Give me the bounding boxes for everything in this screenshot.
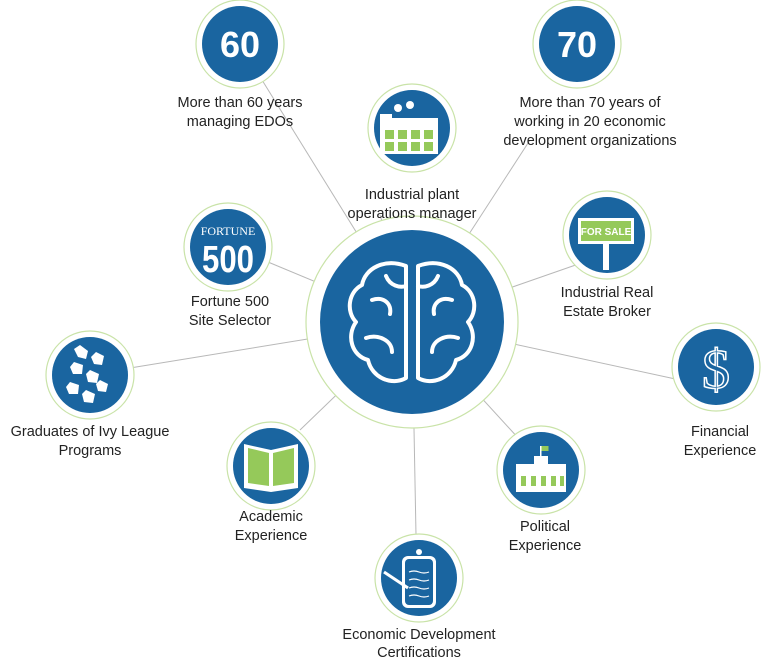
label-line: development organizations xyxy=(503,133,676,149)
svg-text:500: 500 xyxy=(202,239,254,281)
label-line: Certifications xyxy=(377,645,461,658)
node-industrial-plant: Industrial plant operations manager xyxy=(348,83,477,222)
label-line: Fortune 500 xyxy=(191,294,269,310)
label-line: Experience xyxy=(509,538,582,554)
node-70-years: 70 More than 70 years of working in 20 e… xyxy=(503,0,677,149)
fortune-500-logo: FORTUNE 500 xyxy=(201,224,256,281)
label-line: Political xyxy=(520,519,570,535)
ivy-leaf-icon xyxy=(66,345,108,403)
node-political: Political Experience xyxy=(496,425,586,554)
dollar-icon: $ xyxy=(702,339,730,401)
node-certifications: Economic Development Certifications xyxy=(342,533,496,658)
label-line: Industrial Real xyxy=(561,285,654,301)
label-line: Economic Development xyxy=(342,627,495,643)
for-sale-sign-icon: FOR SALE xyxy=(578,218,634,270)
label-line: Financial xyxy=(691,424,749,440)
badge-70: 70 xyxy=(557,24,597,65)
node-fortune-500: FORTUNE 500 Fortune 500 Site Selector xyxy=(183,202,273,329)
capitol-building-icon xyxy=(516,446,566,492)
label-line: working in 20 economic xyxy=(513,114,666,130)
label-line: Programs xyxy=(59,443,122,459)
node-ivy-league: Graduates of Ivy League Programs xyxy=(11,330,170,459)
label-line: Industrial plant xyxy=(365,187,459,203)
label-line: Experience xyxy=(684,443,757,459)
node-60-years: 60 More than 60 years managing EDOs xyxy=(178,0,303,130)
brain-icon xyxy=(347,261,477,384)
node-academic: Academic Experience xyxy=(226,421,316,544)
factory-icon xyxy=(380,101,438,154)
badge-60: 60 xyxy=(220,24,260,65)
label-line: Academic xyxy=(239,509,303,525)
certificate-tag-icon xyxy=(383,549,436,608)
node-financial: $ Financial Experience xyxy=(671,322,761,459)
label-line: Site Selector xyxy=(189,313,271,329)
label-line: More than 60 years xyxy=(178,95,303,111)
node-real-estate: FOR SALE Industrial Real Estate Broker xyxy=(561,190,654,320)
svg-text:FOR SALE: FOR SALE xyxy=(581,227,632,238)
label-line: Estate Broker xyxy=(563,304,651,320)
center-brain-node xyxy=(305,215,519,429)
label-line: operations manager xyxy=(348,206,477,222)
label-line: Experience xyxy=(235,528,308,544)
label-line: More than 70 years of xyxy=(519,95,661,111)
book-icon xyxy=(244,444,298,492)
svg-text:FORTUNE: FORTUNE xyxy=(201,224,256,238)
label-line: managing EDOs xyxy=(187,114,293,130)
label-line: Graduates of Ivy League xyxy=(11,424,170,440)
